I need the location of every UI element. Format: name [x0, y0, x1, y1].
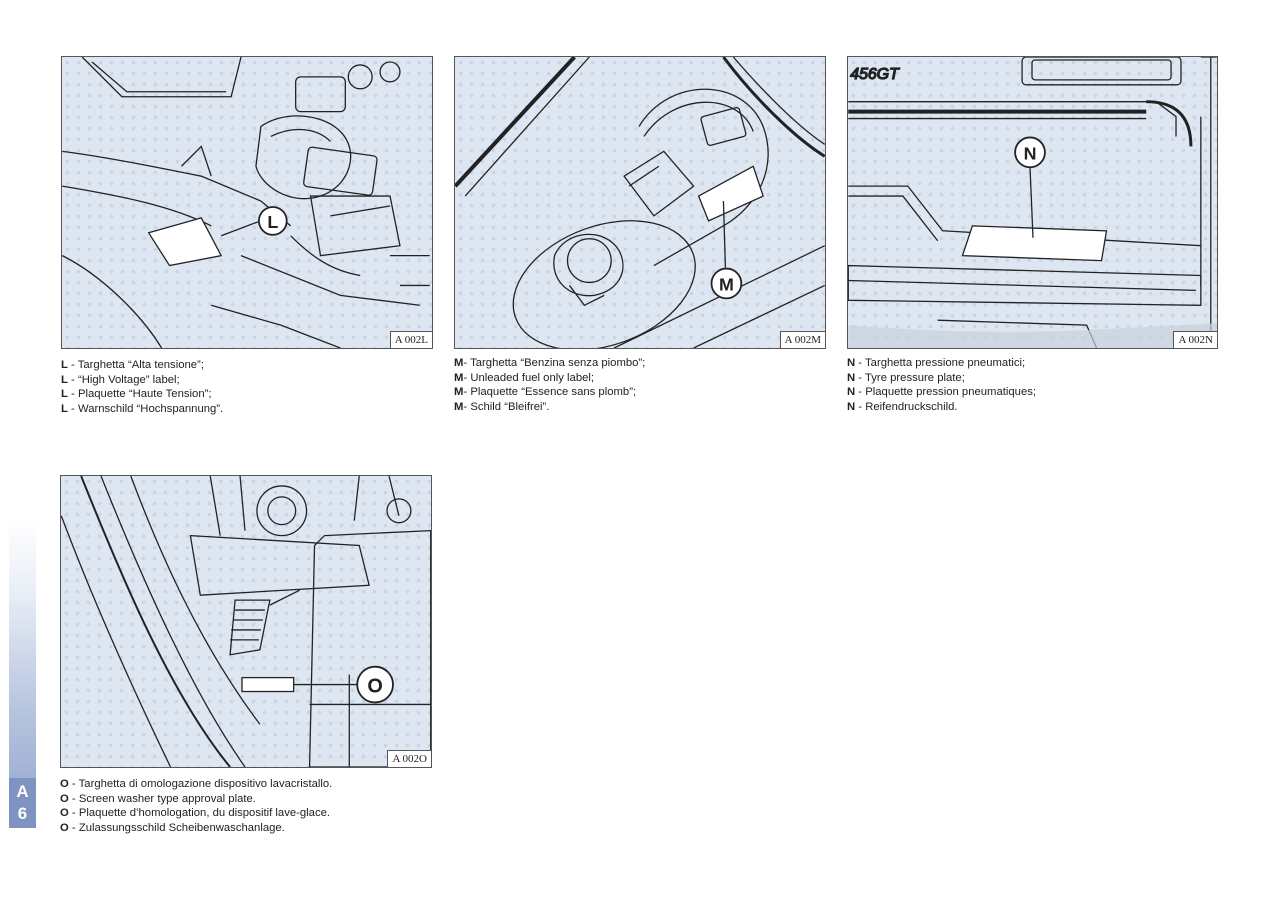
caption-row: M- Targhetta “Benzina senza piombo”; — [454, 356, 645, 371]
caption-text: - Targhetta “Benzina senza piombo”; — [463, 357, 646, 369]
figure-code-n: A 002N — [1173, 331, 1217, 348]
caption-letter: L — [61, 402, 68, 415]
caption-row: L - Warnschild “Hochspannung”. — [61, 402, 223, 417]
caption-row: M- Unleaded fuel only label; — [454, 371, 645, 386]
caption-text: - Reifendruckschild. — [855, 400, 958, 413]
caption-text: - “High Voltage” label; — [67, 373, 180, 386]
callout-n-letter: N — [1024, 143, 1037, 163]
callout-m-circle — [710, 267, 743, 300]
unleaded-fuel-label-plate — [697, 165, 764, 222]
page-edge-gradient — [9, 520, 36, 828]
caption-letter: L — [61, 359, 68, 371]
caption-o: O - Targhetta di omologazione dispositiv… — [60, 777, 332, 835]
caption-row: O - Zulassungsschild Scheibenwaschanlage… — [60, 821, 332, 836]
caption-text: - Schild “Bleifrei”. — [463, 400, 550, 413]
callout-o-circle — [356, 665, 394, 704]
callout-m-letter: M — [719, 274, 734, 294]
figure-o-washer: O A 002O — [60, 475, 432, 768]
caption-letter: N — [847, 400, 856, 413]
caption-letter: N — [847, 357, 856, 369]
dashboard-badge-text: 456GT — [850, 66, 900, 83]
caption-row: N - Tyre pressure plate; — [847, 371, 1036, 386]
figure-code-o: A 002O — [387, 750, 431, 767]
figure-n-glovebox: 456GT N A 002N — [847, 56, 1218, 349]
caption-row: N - Reifendruckschild. — [847, 400, 1036, 415]
caption-text: - Plaquette pression pneumatiques; — [855, 386, 1037, 399]
caption-row: L - “High Voltage” label; — [61, 373, 223, 388]
fuel-flap-illustration: M — [455, 57, 825, 348]
caption-text: - Plaquette “Haute Tension”; — [67, 388, 212, 401]
caption-letter: M — [454, 400, 464, 413]
caption-letter: M — [454, 371, 464, 384]
caption-row: N - Targhetta pressione pneumatici; — [847, 356, 1036, 371]
section-tab: A 6 — [9, 778, 36, 828]
caption-letter: L — [61, 373, 68, 386]
caption-l: L - Targhetta “Alta tensione”; L - “High… — [61, 358, 223, 416]
caption-text: - Targhetta “Alta tensione”; — [67, 359, 204, 371]
caption-n: N - Targhetta pressione pneumatici; N - … — [847, 356, 1036, 414]
caption-text: - Warnschild “Hochspannung”. — [67, 402, 224, 415]
caption-letter: O — [60, 821, 69, 834]
caption-row: M- Schild “Bleifrei”. — [454, 400, 645, 415]
caption-letter: N — [847, 386, 856, 399]
figure-code-l: A 002L — [389, 331, 432, 348]
washer-reservoir-illustration: O — [61, 476, 431, 767]
caption-text: - Targhetta di omologazione dispositivo … — [68, 778, 333, 790]
caption-letter: M — [454, 357, 464, 369]
tyre-pressure-plate — [961, 225, 1108, 262]
caption-text: - Plaquette d’homologation, du dispositi… — [68, 807, 331, 820]
section-letter: A — [16, 782, 29, 801]
glovebox-illustration: 456GT N — [848, 57, 1217, 348]
caption-row: L - Plaquette “Haute Tension”; — [61, 387, 223, 402]
caption-text: - Screen washer type approval plate. — [68, 792, 256, 805]
caption-letter: L — [61, 388, 68, 401]
callout-l-letter: L — [267, 212, 278, 232]
high-voltage-label-plate — [147, 217, 223, 267]
caption-row: L - Targhetta “Alta tensione”; — [61, 358, 223, 373]
caption-row: O - Plaquette d’homologation, du disposi… — [60, 806, 332, 821]
caption-text: - Unleaded fuel only label; — [463, 371, 595, 384]
callout-o-letter: O — [367, 676, 382, 698]
caption-text: - Targhetta pressione pneumatici; — [855, 357, 1026, 369]
caption-row: N - Plaquette pression pneumatiques; — [847, 385, 1036, 400]
washer-approval-plate — [241, 676, 295, 693]
caption-text: - Plaquette “Essence sans plomb”; — [463, 386, 637, 399]
callout-l-circle — [258, 206, 288, 236]
figure-l-engine-bay: L A 002L — [61, 56, 433, 349]
callout-n-circle — [1014, 136, 1046, 169]
caption-letter: O — [60, 807, 69, 820]
caption-row: O - Screen washer type approval plate. — [60, 792, 332, 807]
page-number: 6 — [17, 804, 28, 823]
caption-text: - Tyre pressure plate; — [855, 371, 965, 384]
engine-bay-illustration: L — [62, 57, 430, 348]
caption-letter: O — [60, 778, 69, 790]
caption-row: O - Targhetta di omologazione dispositiv… — [60, 777, 332, 792]
figure-m-fuel-cap: M A 002M — [454, 56, 826, 349]
caption-letter: O — [60, 792, 69, 805]
caption-letter: M — [454, 386, 464, 399]
caption-row: M- Plaquette “Essence sans plomb”; — [454, 385, 645, 400]
caption-letter: N — [847, 371, 856, 384]
caption-text: - Zulassungsschild Scheibenwaschanlage. — [68, 821, 285, 834]
caption-m: M- Targhetta “Benzina senza piombo”; M- … — [454, 356, 645, 414]
figure-code-m: A 002M — [779, 331, 825, 348]
